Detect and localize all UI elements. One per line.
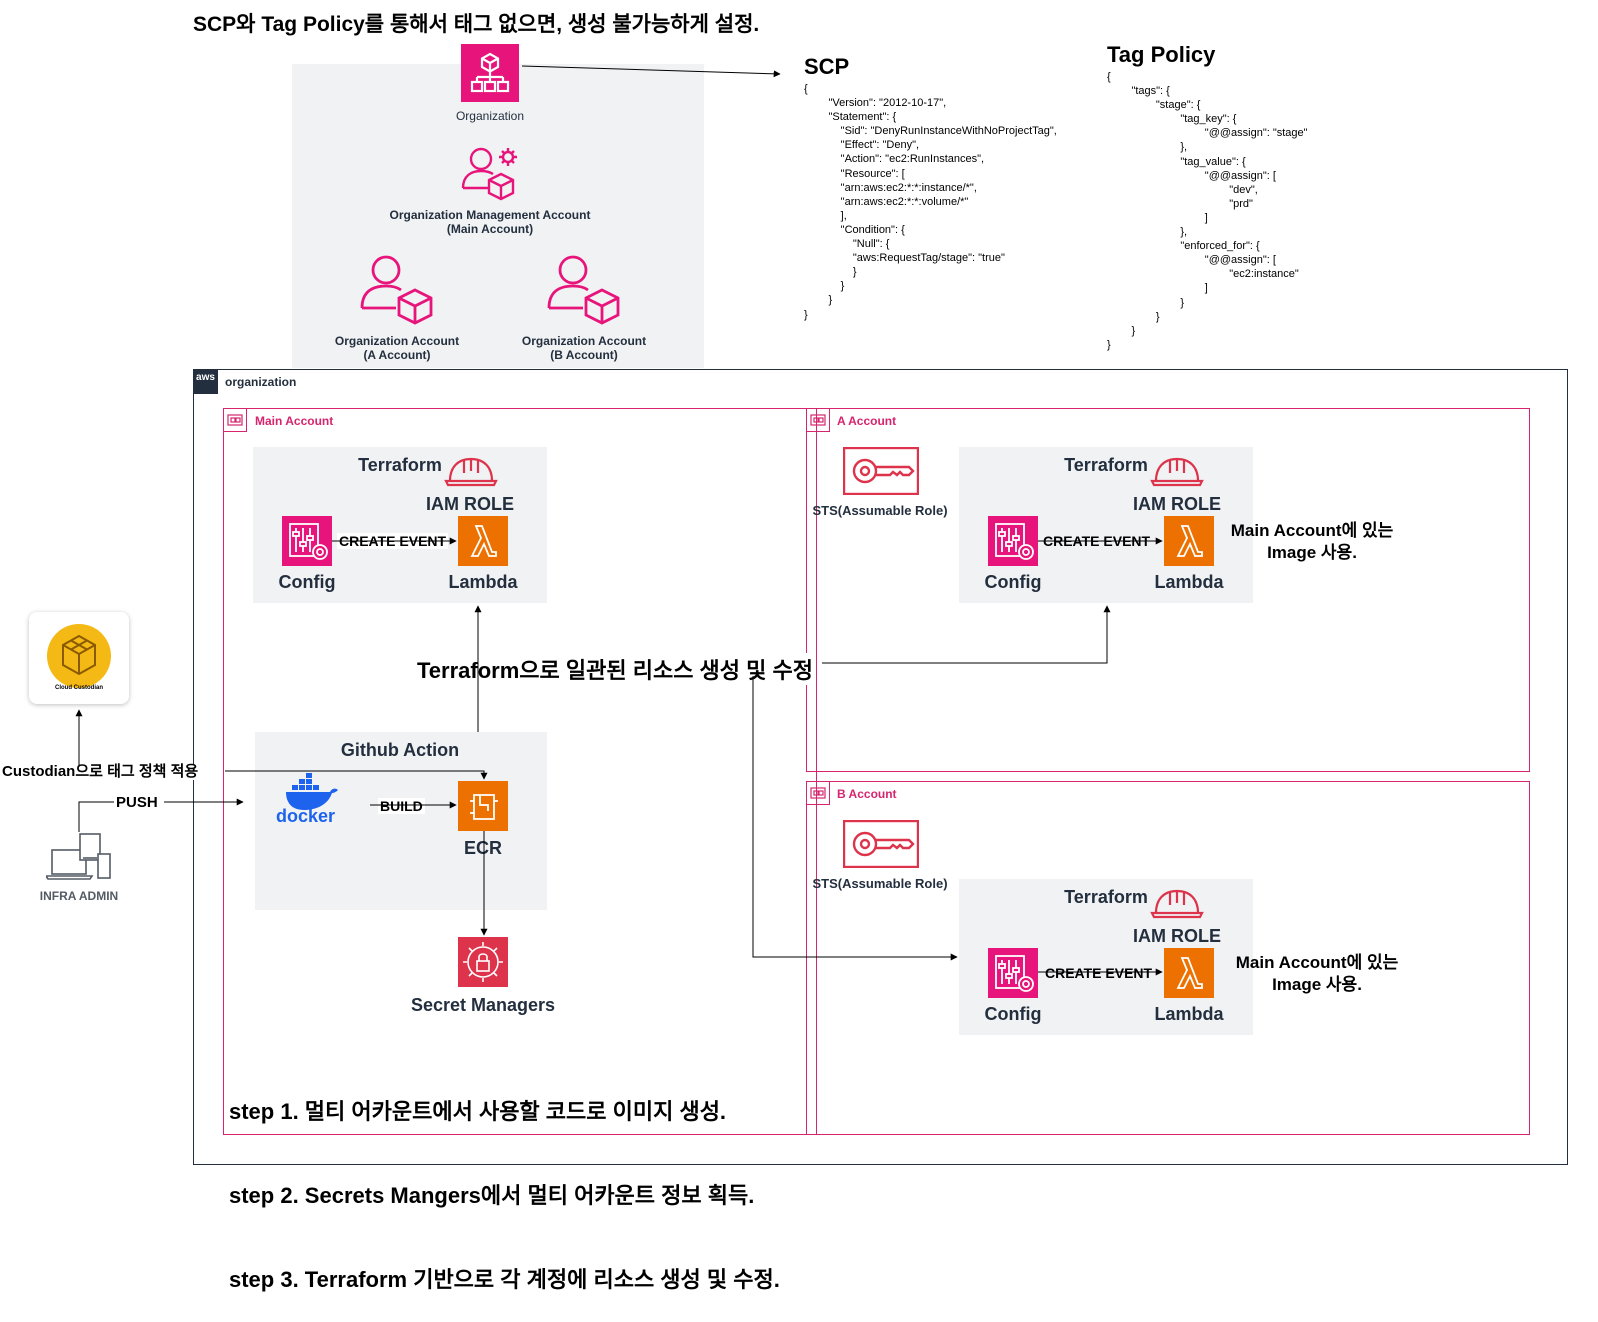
b-lambda-icon — [1164, 948, 1214, 998]
steps-list: step 1. 멀티 어카운트에서 사용할 코드로 이미지 생성. step 2… — [229, 1042, 780, 1322]
main-lambda-label: Lambda — [448, 572, 518, 592]
b-terraform-label: Terraform — [1064, 887, 1148, 907]
b-account-frame — [806, 781, 1530, 1135]
account-b-label-line2: (B Account) — [550, 348, 618, 362]
aws-logo-badge: aws — [193, 369, 218, 394]
account-a-label: Organization Account (A Account) — [317, 334, 477, 362]
b-lambda-label: Lambda — [1154, 1004, 1224, 1024]
account-b-label-line1: Organization Account — [521, 334, 647, 348]
a-config-label: Config — [984, 572, 1042, 592]
main-account-label: Main Account — [255, 414, 334, 428]
management-account-label-line2: (Main Account) — [446, 222, 534, 236]
build-label: BUILD — [378, 798, 425, 814]
b-sts-label: STS(Assumable Role) — [812, 876, 948, 891]
account-a-label-line2: (A Account) — [363, 348, 431, 362]
a-create-event-label: CREATE EVENT — [1041, 533, 1153, 549]
a-config-icon — [988, 516, 1038, 566]
management-account-label: Organization Management Account (Main Ac… — [370, 208, 610, 236]
github-action-label: Github Action — [340, 740, 460, 760]
a-sts-key-icon — [842, 446, 920, 496]
b-account-label: B Account — [837, 787, 897, 801]
ecr-label: ECR — [463, 838, 502, 858]
secrets-manager-icon — [458, 937, 508, 987]
secret-managers-label: Secret Managers — [410, 995, 556, 1015]
main-account-badge-icon — [223, 408, 247, 432]
management-account-label-line1: Organization Management Account — [389, 208, 591, 222]
main-iam-role-icon — [444, 455, 498, 487]
step-1: step 1. 멀티 어카운트에서 사용할 코드로 이미지 생성. — [229, 1099, 727, 1124]
organization-frame-label: organization — [225, 375, 297, 389]
push-label: PUSH — [114, 794, 160, 811]
account-a-label-line1: Organization Account — [334, 334, 460, 348]
step-2: step 2. Secrets Mangers에서 멀티 어카운트 정보 획득. — [229, 1183, 755, 1208]
b-iam-role-label: IAM ROLE — [1133, 926, 1221, 946]
b-note-line2: Image 사용. — [1272, 975, 1362, 994]
main-create-event-label: CREATE EVENT — [337, 533, 449, 549]
a-iam-role-label: IAM ROLE — [1133, 494, 1221, 514]
a-note-line2: Image 사용. — [1267, 543, 1357, 562]
laptop-phone-icon — [44, 832, 116, 882]
step-3: step 3. Terraform 기반으로 각 계정에 리소스 생성 및 수정… — [229, 1267, 780, 1292]
account-a-icon — [358, 250, 436, 328]
a-terraform-label: Terraform — [1064, 455, 1148, 475]
b-account-badge-icon — [806, 781, 830, 805]
scp-heading: SCP — [804, 54, 850, 79]
scp-code: { "Version": "2012-10-17", "Statement": … — [804, 83, 1057, 321]
infra-admin-label: INFRA ADMIN — [39, 889, 119, 903]
main-config-icon — [282, 516, 332, 566]
aws-logo-text: aws — [196, 372, 215, 383]
custodian-policy-label: Custodian으로 태그 정책 적용 — [0, 763, 201, 780]
main-iam-role-label: IAM ROLE — [426, 494, 514, 514]
a-sts-label: STS(Assumable Role) — [812, 503, 948, 518]
docker-text: docker — [276, 806, 336, 826]
b-create-event-label: CREATE EVENT — [1043, 965, 1155, 981]
ecr-icon — [458, 781, 508, 831]
a-account-frame — [806, 408, 1530, 772]
a-account-badge-icon — [806, 408, 830, 432]
organization-label: Organization — [455, 109, 525, 123]
main-lambda-icon — [458, 516, 508, 566]
management-account-icon — [459, 142, 521, 204]
main-config-label: Config — [278, 572, 336, 592]
account-b-icon — [545, 250, 623, 328]
b-note: Main Account에 있는 Image 사용. — [1222, 952, 1412, 996]
account-b-label: Organization Account (B Account) — [504, 334, 664, 362]
tag-policy-code: { "tags": { "stage": { "tag_key": { "@@a… — [1107, 71, 1308, 351]
a-account-label: A Account — [837, 414, 897, 428]
organizations-icon — [461, 44, 519, 102]
b-sts-key-icon — [842, 819, 920, 869]
a-iam-role-icon — [1150, 455, 1204, 487]
b-iam-role-icon — [1150, 887, 1204, 919]
b-config-icon — [988, 948, 1038, 998]
a-lambda-label: Lambda — [1154, 572, 1224, 592]
cloud-custodian-logo-text: Cloud Custodian — [55, 685, 103, 691]
b-config-label: Config — [984, 1004, 1042, 1024]
org-structure-panel — [292, 64, 704, 368]
b-note-line1: Main Account에 있는 — [1235, 953, 1399, 972]
a-note-line1: Main Account에 있는 — [1230, 521, 1394, 540]
cloud-custodian-logo-icon — [45, 622, 113, 690]
a-note: Main Account에 있는 Image 사용. — [1222, 520, 1402, 564]
tag-policy-heading: Tag Policy — [1107, 42, 1216, 67]
a-lambda-icon — [1164, 516, 1214, 566]
main-terraform-label: Terraform — [358, 455, 442, 475]
page-title: SCP와 Tag Policy를 통해서 태그 없으면, 생성 불가능하게 설정… — [193, 13, 760, 36]
terraform-banner: Terraform으로 일관된 리소스 생성 및 수정 — [415, 653, 815, 685]
